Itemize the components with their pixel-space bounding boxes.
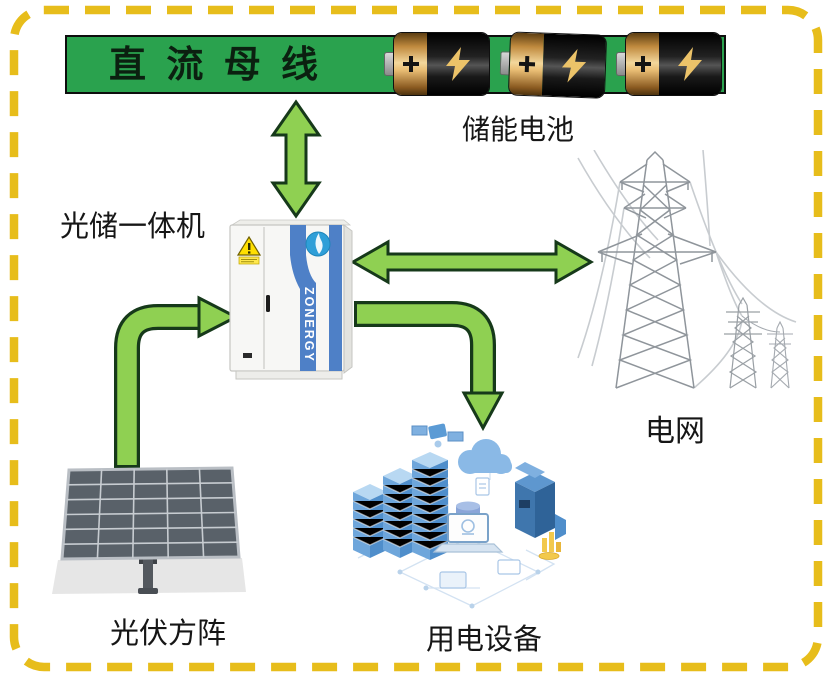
lightning-icon — [678, 47, 702, 81]
battery-icon — [499, 31, 608, 99]
grid-illustration — [577, 150, 797, 389]
inverter-cabinet: ZONERGY — [229, 219, 353, 380]
dc-bus-label: 直流母线 — [109, 44, 339, 85]
transmission-tower-small — [724, 296, 762, 389]
machine-icon — [515, 462, 566, 540]
battery-terminal-nub — [616, 52, 625, 76]
arrow-inverter-loads — [354, 301, 505, 432]
door-handle — [266, 295, 270, 312]
warning-icon — [236, 235, 262, 265]
coins-icon — [538, 532, 561, 560]
battery-terminal-nub — [384, 52, 393, 76]
plus-icon — [402, 56, 419, 72]
laptop-icon — [432, 513, 504, 553]
storage-battery-label: 储能电池 — [462, 114, 575, 145]
card-icons — [439, 477, 521, 589]
lightning-icon — [561, 48, 587, 83]
pv-array-illustration — [52, 466, 246, 594]
loads-illustration — [352, 423, 566, 609]
satellite-icon — [411, 423, 464, 448]
plus-icon — [634, 56, 651, 72]
arrow-inverter-grid — [350, 239, 594, 285]
panel-grid-lines — [63, 468, 238, 559]
arrow-pv-inverter — [114, 295, 240, 468]
brand-name: ZONERGY — [302, 287, 316, 363]
cloud-icon — [458, 439, 512, 474]
plus-icon — [518, 56, 535, 73]
battery-icon — [616, 32, 722, 96]
server-rack-icons — [352, 452, 449, 560]
transmission-tower-small — [741, 315, 793, 389]
inverter-label: 光储一体机 — [60, 211, 206, 243]
brand-logo-icon — [305, 231, 331, 257]
grid-label: 电网 — [645, 415, 705, 448]
arrow-bus-inverter — [270, 99, 322, 219]
lightning-icon — [446, 47, 470, 81]
battery-icon — [384, 32, 490, 96]
loads-label: 用电设备 — [426, 624, 543, 656]
pv-array-label: 光伏方阵 — [110, 618, 227, 650]
transmission-tower — [597, 150, 717, 389]
